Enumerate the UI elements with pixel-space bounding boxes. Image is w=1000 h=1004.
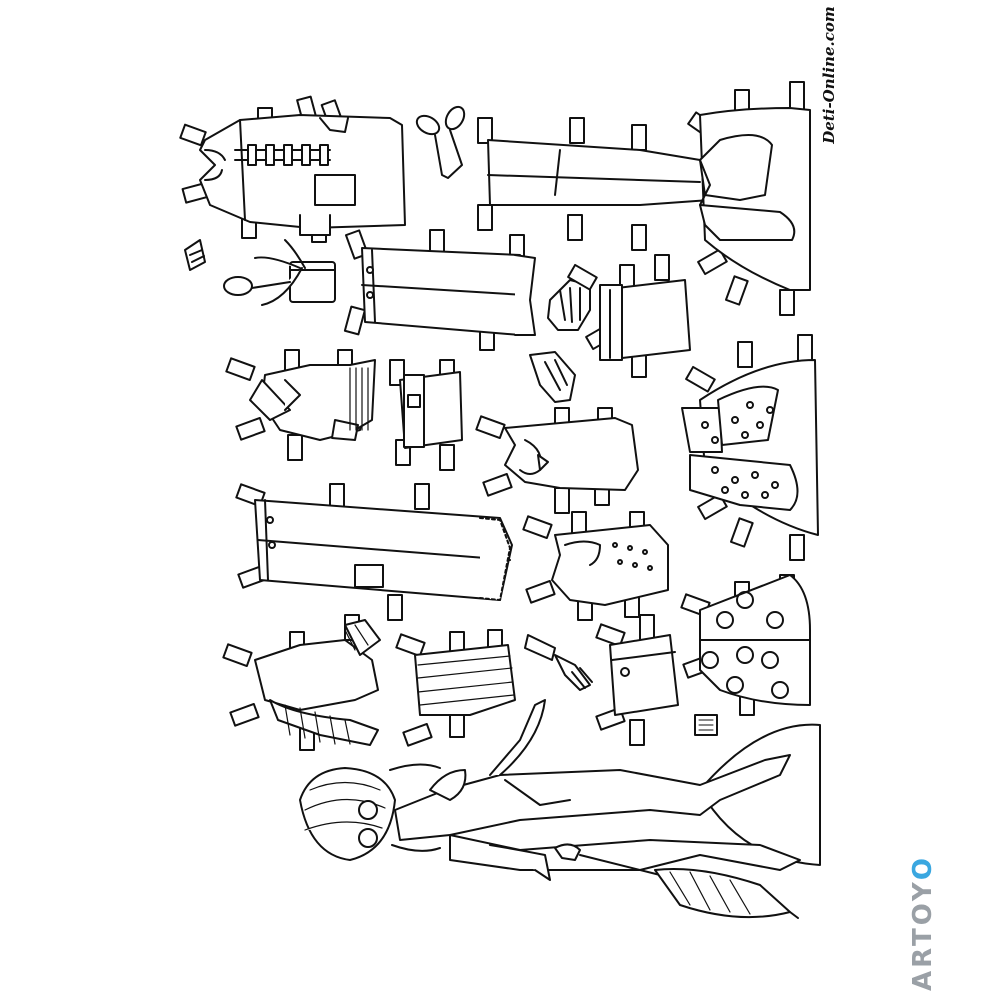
umbrella bbox=[554, 843, 799, 919]
striped-sweater-outfit bbox=[222, 614, 381, 751]
fringe-sweater-outfit bbox=[225, 349, 376, 461]
belted-shorts-outfit bbox=[567, 254, 691, 378]
coat-toggles bbox=[234, 144, 331, 166]
brand-accent: O bbox=[908, 854, 938, 880]
brand-main: ARTOY bbox=[908, 879, 938, 991]
flower-pot bbox=[223, 239, 336, 306]
coat-outfit bbox=[179, 95, 406, 243]
glove-upper bbox=[547, 279, 591, 331]
denim-shorts-outfit bbox=[595, 614, 679, 746]
scissors bbox=[415, 105, 466, 179]
floral-skirt-outfit bbox=[680, 574, 811, 716]
jeans-outfit bbox=[343, 229, 536, 351]
pants-with-boots-outfit bbox=[477, 81, 811, 316]
wide-pants-outfit bbox=[235, 483, 513, 621]
skirt-flowers bbox=[701, 591, 789, 699]
polka-dot-outfit bbox=[681, 334, 819, 561]
small-card bbox=[694, 714, 718, 736]
brand-watermark: ARTOYO bbox=[905, 855, 941, 991]
brand-watermark-text: ARTOYO bbox=[908, 855, 938, 991]
garden-fork bbox=[524, 634, 593, 691]
site-watermark: Deti-Online.com bbox=[818, 6, 840, 143]
doll-figure bbox=[299, 699, 821, 881]
crop-top-dots bbox=[612, 542, 653, 571]
buckle-shorts-outfit bbox=[389, 359, 463, 471]
glove-lower bbox=[529, 351, 576, 403]
site-watermark-text: Deti-Online.com bbox=[820, 6, 838, 144]
hair-clip bbox=[184, 239, 206, 271]
striped-shorts-outfit bbox=[395, 629, 516, 747]
crop-top-outfit bbox=[522, 511, 669, 621]
polka-dots bbox=[701, 401, 779, 499]
tank-top-outfit bbox=[475, 407, 639, 514]
